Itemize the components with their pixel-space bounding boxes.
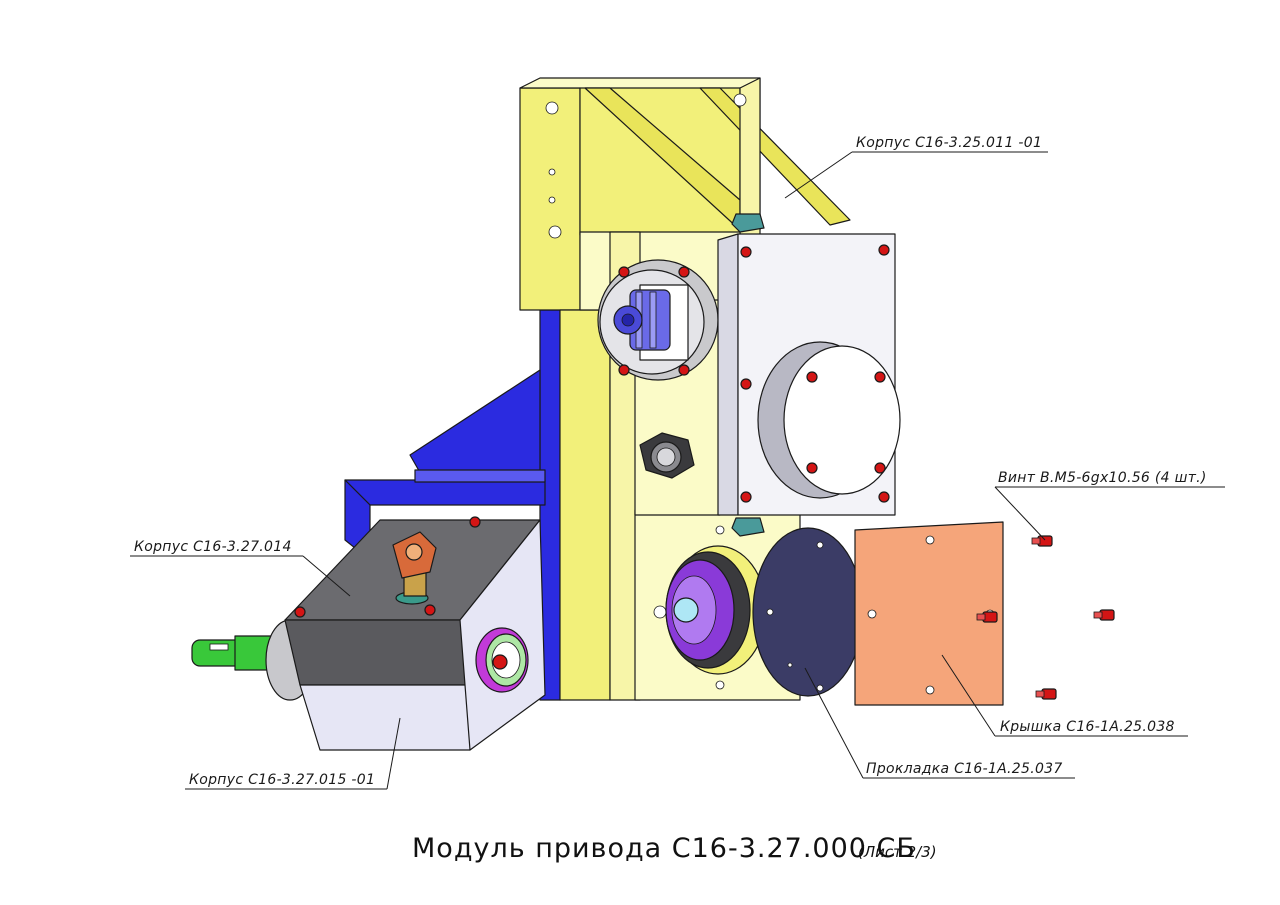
cover-plate [854, 521, 1004, 706]
upper-housing [519, 77, 851, 311]
drawing-title: Модуль привода С16-3.27.000 СБ [412, 833, 916, 864]
bearing-flange [597, 259, 719, 381]
gasket [752, 527, 864, 697]
screw [1093, 609, 1115, 621]
label-housing-left: Корпус С16-3.27.014 [134, 539, 292, 555]
label-cover: Крышка С16-1А.25.038 [1000, 719, 1175, 735]
hex-fitting [639, 432, 695, 479]
leaders [130, 151, 1225, 790]
screw [976, 611, 998, 623]
label-gasket: Прокладка С16-1А.25.037 [866, 761, 1063, 777]
screw [1031, 535, 1053, 547]
gear-opening [665, 545, 767, 675]
label-screw: Винт В.М5-6gx10.56 (4 шт.) [998, 470, 1207, 486]
top-bolt [731, 213, 765, 537]
screw [1035, 688, 1057, 700]
blue-bracket [344, 309, 561, 701]
sheet-number: (Лист 2/3) [858, 843, 937, 861]
label-housing-top: Корпус С16-3.25.011 -01 [856, 135, 1042, 151]
label-housing-bottom: Корпус С16-3.27.015 -01 [189, 772, 375, 788]
side-plate [717, 233, 901, 516]
screw-set [976, 535, 1115, 700]
